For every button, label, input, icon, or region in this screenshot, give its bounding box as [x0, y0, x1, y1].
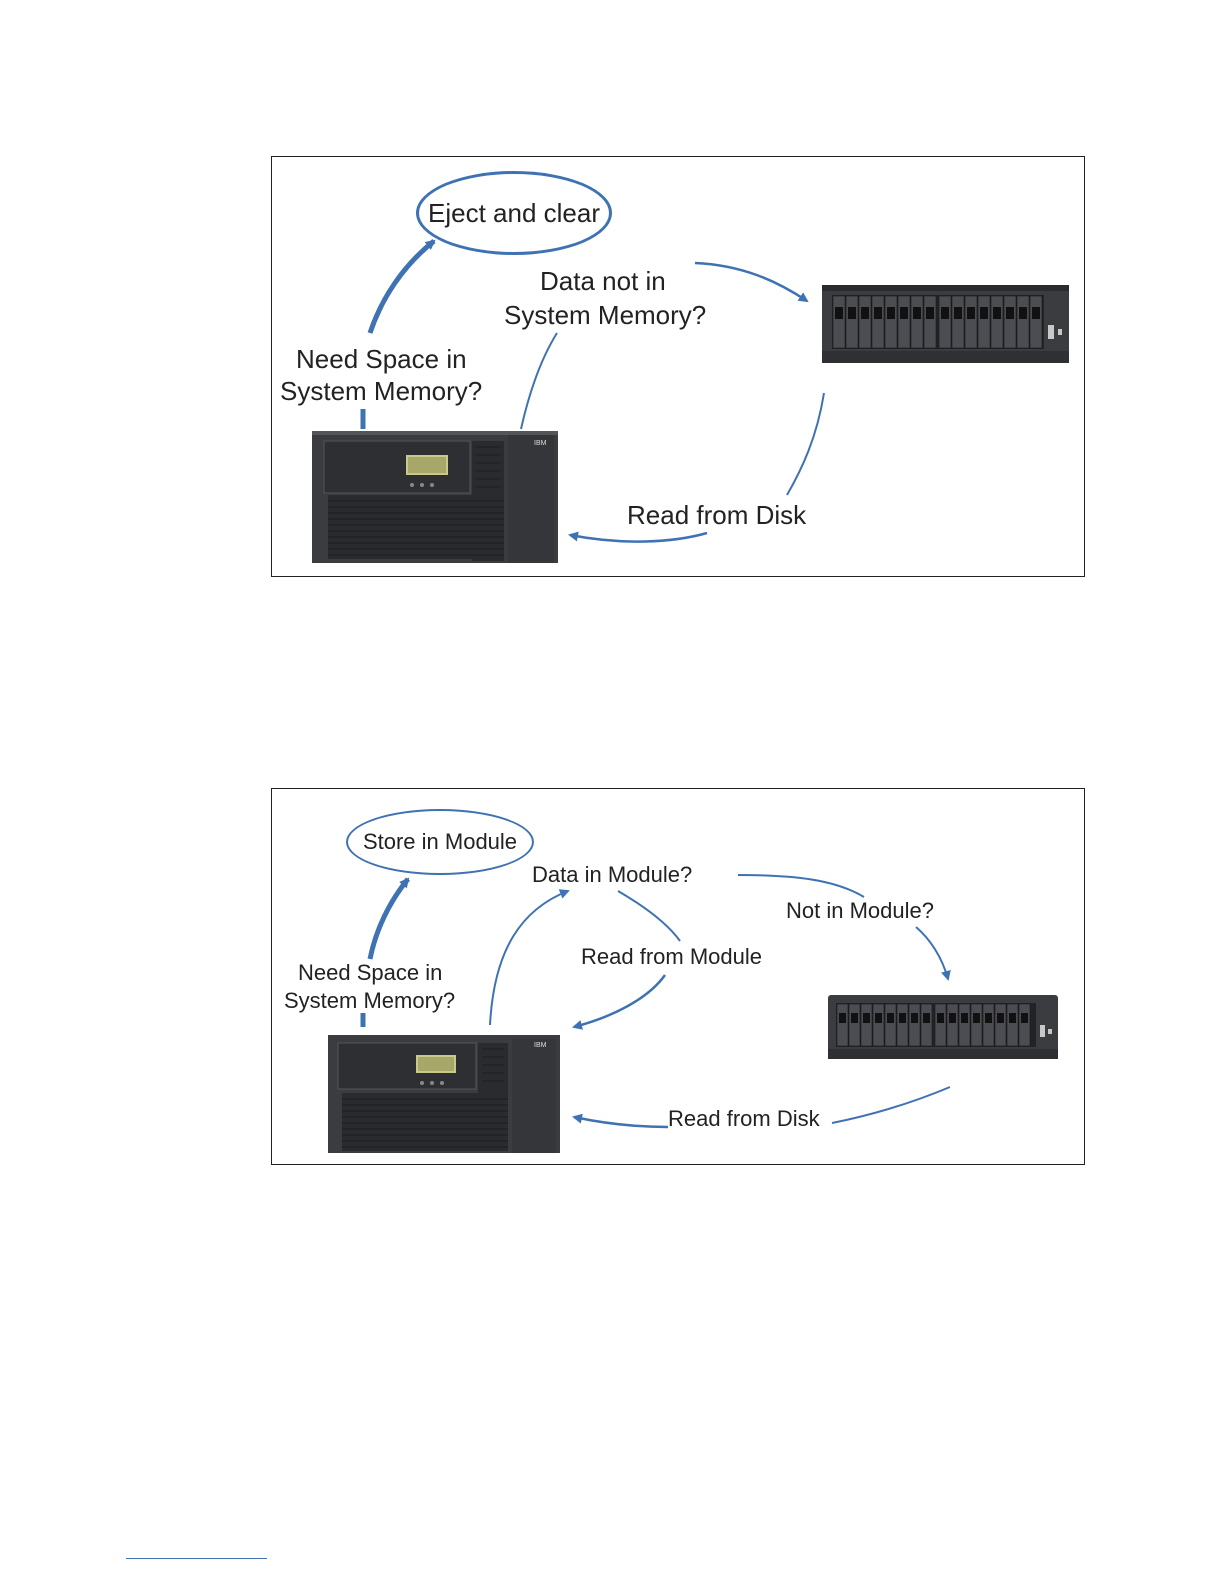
- server-system: IBM: [328, 1035, 560, 1153]
- storage-enclosure: [828, 995, 1058, 1059]
- label-data-in-module: Data in Module?: [532, 861, 692, 889]
- arrow-server-to-data-in-module: [490, 891, 568, 1025]
- arrow-need-space-to-eject: [370, 241, 434, 333]
- label-read-from-disk: Read from Disk: [627, 499, 806, 532]
- label-not-in-module: Not in Module?: [786, 897, 934, 925]
- bubble-store-in-module: Store in Module: [346, 809, 534, 875]
- label-need-space-line2: System Memory?: [280, 375, 482, 408]
- arrow-need-space-to-store: [370, 879, 408, 959]
- arrow-data-to-read-module: [618, 891, 680, 941]
- bubble-eject-and-clear: Eject and clear: [416, 171, 612, 255]
- arrow-storage-to-read-disk: [832, 1087, 950, 1123]
- label-read-from-module: Read from Module: [581, 943, 762, 971]
- label-read-from-disk: Read from Disk: [668, 1105, 820, 1133]
- arrow-server-to-question: [521, 333, 557, 429]
- bubble-text: Store in Module: [363, 829, 517, 855]
- storage-enclosure: [822, 285, 1069, 363]
- footnote-rule: [126, 1558, 267, 1559]
- label-data-not-in-line2: System Memory?: [504, 299, 706, 332]
- bubble-text: Eject and clear: [428, 198, 600, 229]
- label-need-space-line1: Need Space in: [298, 959, 442, 987]
- server-logo: IBM: [534, 440, 547, 447]
- arrow-not-in-module-to-storage: [916, 927, 948, 979]
- arrow-read-disk-to-server: [574, 1117, 668, 1127]
- figure-store-in-module: Store in Module Data in Module? Not in M…: [271, 788, 1085, 1165]
- label-need-space-line2: System Memory?: [284, 987, 455, 1015]
- label-data-not-in-line1: Data not in: [540, 265, 666, 298]
- arrow-storage-to-read: [787, 393, 824, 495]
- arrow-read-module-to-server: [574, 975, 665, 1027]
- server-logo: IBM: [534, 1042, 547, 1049]
- label-need-space-line1: Need Space in: [296, 343, 467, 376]
- figure-eject-and-clear: Eject and clear Data not in System Memor…: [271, 156, 1085, 577]
- arrow-question-to-storage: [695, 263, 807, 301]
- server-system: IBM: [312, 431, 558, 563]
- arrow-data-to-not-in-module: [738, 875, 864, 897]
- arrow-read-to-server: [570, 533, 707, 542]
